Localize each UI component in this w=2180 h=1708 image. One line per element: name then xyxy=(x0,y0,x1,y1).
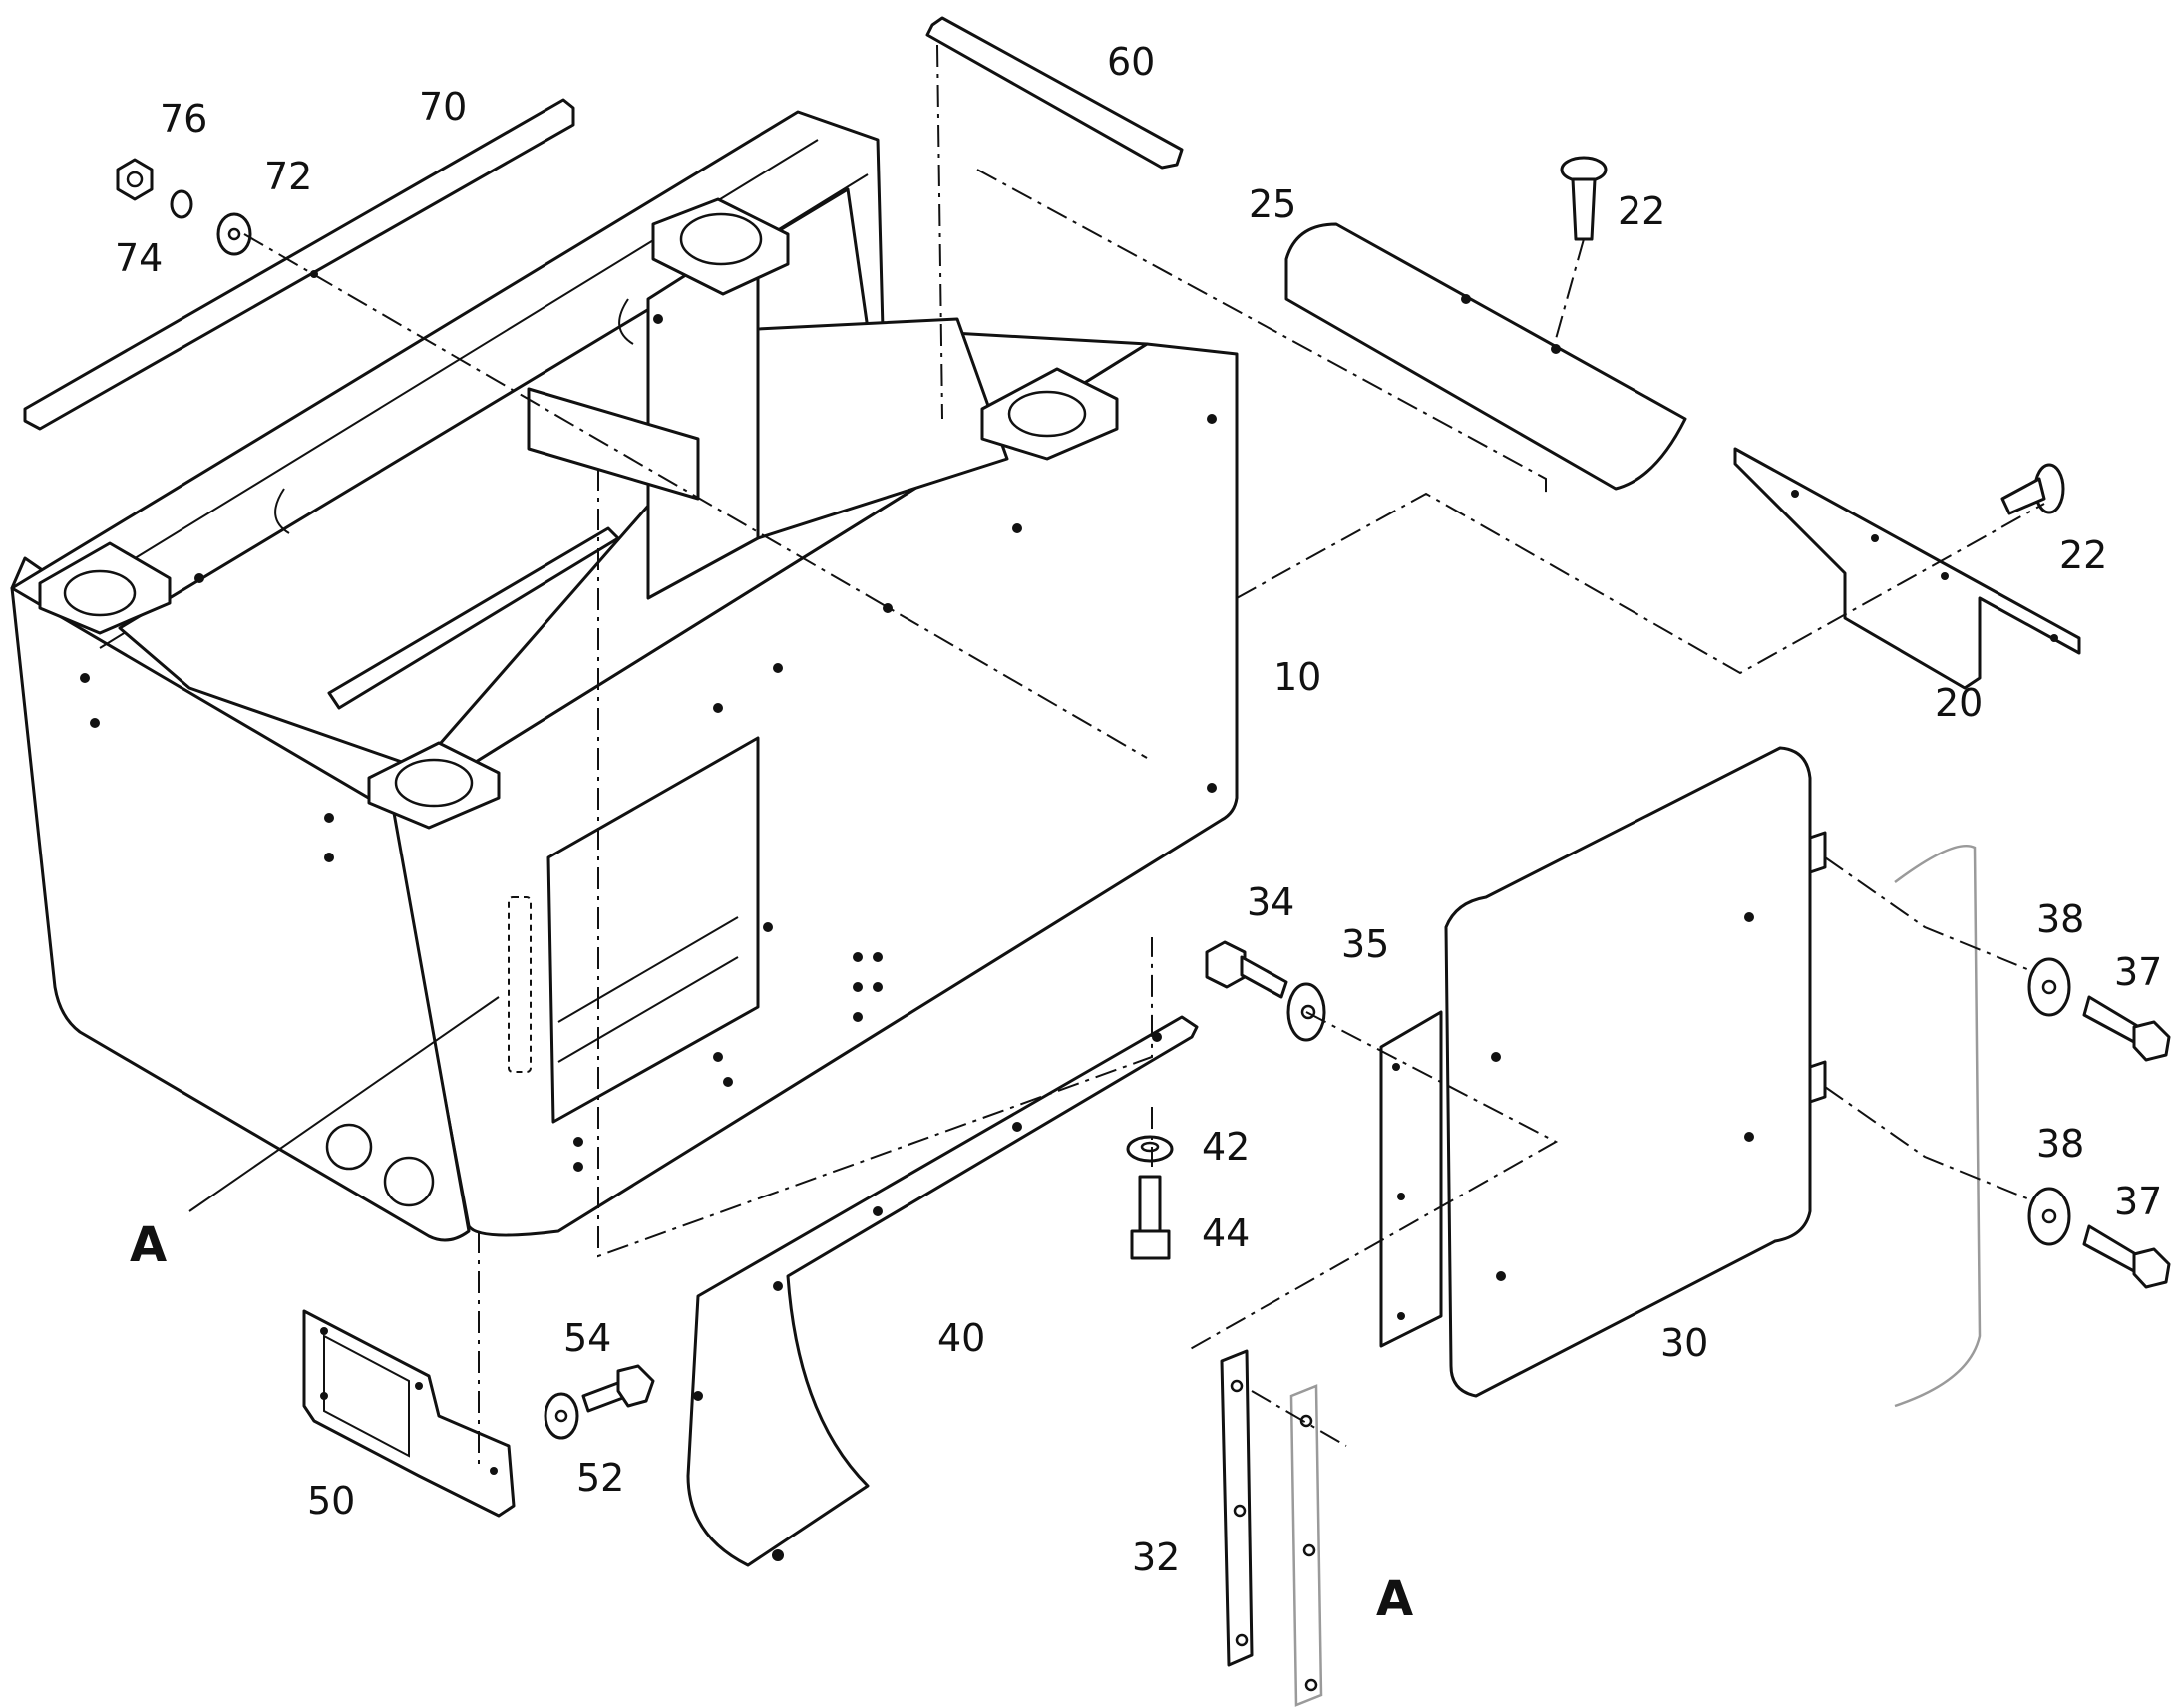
callout-54: 54 xyxy=(563,1316,611,1360)
bolt-part-54 xyxy=(581,1364,655,1413)
callout-72: 72 xyxy=(264,155,312,198)
bolt-part-37-top xyxy=(2082,995,2171,1062)
screw-part-22-top xyxy=(1560,156,1608,241)
callout-32: 32 xyxy=(1132,1536,1180,1579)
callout-38-top: 38 xyxy=(2036,897,2084,941)
bolt-part-34 xyxy=(1205,940,1288,999)
washer-part-42 xyxy=(1126,1135,1174,1163)
callout-labels: 76 70 72 74 60 25 22 22 20 10 34 35 38 3… xyxy=(115,40,2162,1579)
cover-part-25 xyxy=(1284,222,1687,491)
housing-frame-part-10 xyxy=(10,110,1239,1242)
callout-42: 42 xyxy=(1202,1125,1250,1169)
door-part-30 xyxy=(1444,746,1827,1398)
strip-part-32 xyxy=(1220,1349,1254,1667)
hinge-part-30 xyxy=(1379,1010,1443,1348)
detail-a-leader xyxy=(188,996,500,1212)
washer-part-52 xyxy=(544,1392,579,1440)
screw-part-22-side xyxy=(2000,463,2065,515)
callout-70: 70 xyxy=(419,85,467,129)
bolt-part-37-bottom xyxy=(2082,1224,2171,1289)
callout-74: 74 xyxy=(115,236,163,280)
washer-part-72 xyxy=(216,212,252,256)
callout-76: 76 xyxy=(160,97,207,141)
lock-washer-part-74 xyxy=(170,189,193,219)
callout-44: 44 xyxy=(1202,1211,1250,1255)
callout-30: 30 xyxy=(1660,1321,1708,1365)
strip-part-60 xyxy=(925,16,1184,170)
callout-34: 34 xyxy=(1247,880,1294,924)
callout-37-top: 37 xyxy=(2114,950,2162,994)
seal-outline xyxy=(1894,844,1982,1408)
callout-50: 50 xyxy=(307,1479,355,1523)
callout-38-bottom: 38 xyxy=(2036,1122,2084,1166)
callout-37-bottom: 37 xyxy=(2114,1180,2162,1223)
callout-10: 10 xyxy=(1273,655,1321,699)
bracket-part-20 xyxy=(1733,447,2081,690)
detail-marks: A A xyxy=(130,1217,1413,1627)
callout-22-side: 22 xyxy=(2059,533,2107,577)
callout-20: 20 xyxy=(1935,681,1983,725)
callout-40: 40 xyxy=(937,1316,985,1360)
detail-mark-a-left: A xyxy=(130,1217,167,1273)
strip-mate-ghost xyxy=(1289,1384,1323,1707)
washer-part-38-bottom xyxy=(2027,1187,2071,1246)
detail-mark-a-bottom: A xyxy=(1376,1571,1413,1627)
support-part-40 xyxy=(686,1015,1199,1567)
callout-35: 35 xyxy=(1341,922,1389,966)
bolt-part-44 xyxy=(1130,1175,1171,1260)
washer-part-38-top xyxy=(2027,957,2071,1017)
assembly-leader-lines xyxy=(243,44,2045,1466)
plate-part-50 xyxy=(302,1309,516,1518)
nut-part-76 xyxy=(116,158,154,201)
callout-52: 52 xyxy=(576,1456,624,1500)
callout-60: 60 xyxy=(1107,40,1155,84)
callout-22-top: 22 xyxy=(1618,189,1665,233)
callout-25: 25 xyxy=(1249,182,1296,226)
